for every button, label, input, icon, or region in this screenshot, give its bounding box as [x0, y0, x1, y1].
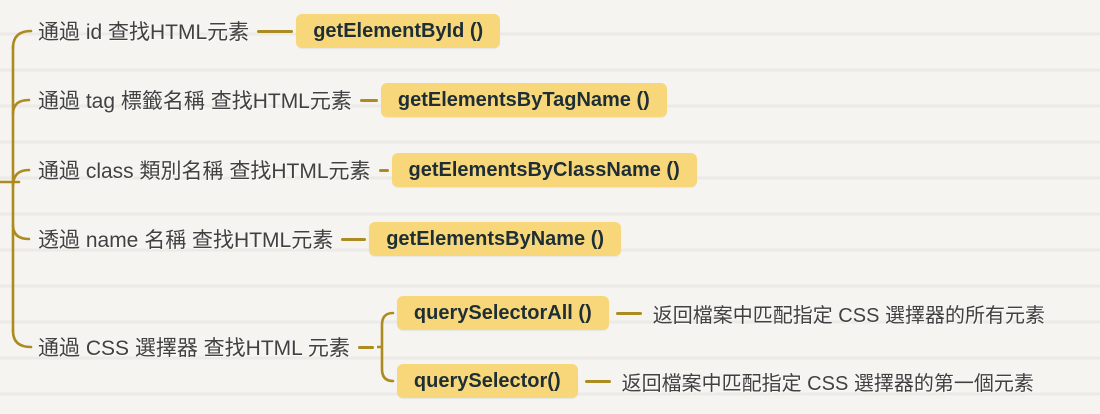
- connector-line: [584, 379, 611, 383]
- description-queryselector[interactable]: 返回檔案中匹配指定 CSS 選擇器的第一個元素: [621, 372, 1034, 395]
- topic-label-class[interactable]: 通過 class 類別名稱 查找HTML元素: [38, 160, 371, 183]
- topic-label-id[interactable]: 通過 id 查找HTML元素: [38, 21, 250, 44]
- connector-line: [615, 311, 642, 315]
- branch-curve-5: [11, 329, 33, 349]
- css-selector-children: querySelectorAll () 返回檔案中匹配指定 CSS 選擇器的所有…: [396, 296, 1045, 398]
- branch-row-css-selector: 通過 CSS 選擇器 查找HTML 元素 querySelectorAll ()…: [38, 296, 1045, 398]
- topic-label-tag[interactable]: 通過 tag 標籤名稱 查找HTML元素: [38, 90, 352, 113]
- method-node-getelementbyid[interactable]: getElementById (): [296, 14, 501, 48]
- child-row-queryselector: querySelector() 返回檔案中匹配指定 CSS 選擇器的第一個元素: [396, 364, 1045, 398]
- method-node-queryselector[interactable]: querySelector(): [396, 364, 578, 398]
- branch-row-tag: 通過 tag 標籤名稱 查找HTML元素 getElementsByTagNam…: [38, 83, 667, 117]
- connector-line: [341, 237, 367, 241]
- topic-label-name[interactable]: 透過 name 名稱 查找HTML元素: [38, 229, 334, 252]
- branch-row-class: 通過 class 類別名稱 查找HTML元素 getElementsByClas…: [38, 153, 697, 187]
- connector-line: [359, 98, 378, 102]
- branch-curve-2: [11, 98, 31, 116]
- branch-row-id: 通過 id 查找HTML元素 getElementById (): [38, 14, 501, 48]
- method-node-getelementsbytagname[interactable]: getElementsByTagName (): [380, 83, 667, 117]
- method-node-queryselectorall[interactable]: querySelectorAll (): [396, 296, 609, 330]
- branch-curve-4: [11, 223, 31, 241]
- connector-line: [378, 168, 389, 172]
- description-queryselectorall[interactable]: 返回檔案中匹配指定 CSS 選擇器的所有元素: [652, 304, 1045, 327]
- sub-branch-curve: [376, 311, 395, 383]
- method-node-getelementsbyclassname[interactable]: getElementsByClassName (): [391, 153, 697, 187]
- connector-line: [257, 29, 294, 33]
- branch-curve-3: [11, 168, 31, 188]
- connector-line: [357, 345, 374, 349]
- sub-branch-bracket: [376, 311, 395, 383]
- branch-row-name: 透過 name 名稱 查找HTML元素 getElementsByName (): [38, 222, 622, 256]
- branch-curve-1: [11, 29, 33, 50]
- topic-label-css-selector[interactable]: 通過 CSS 選擇器 查找HTML 元素: [38, 337, 350, 360]
- child-row-queryselectorall: querySelectorAll () 返回檔案中匹配指定 CSS 選擇器的所有…: [396, 296, 1045, 330]
- method-node-getelementsbyname[interactable]: getElementsByName (): [369, 222, 622, 256]
